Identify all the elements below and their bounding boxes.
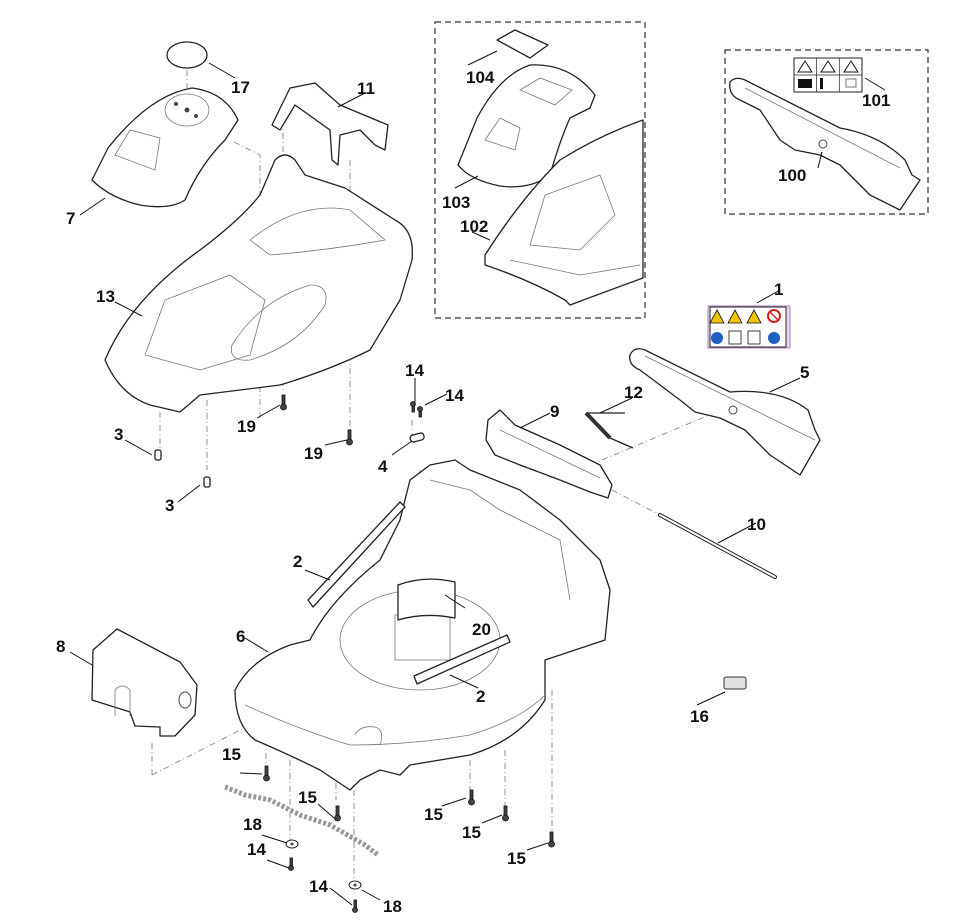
callout-19a: 19 <box>237 417 256 436</box>
callout-15c: 15 <box>424 805 443 824</box>
screw-14a <box>410 401 416 413</box>
front-cover-part <box>91 628 198 737</box>
callout-10: 10 <box>747 515 766 534</box>
callout-3a: 3 <box>114 425 123 444</box>
deck-part <box>234 459 611 791</box>
callout-15e: 15 <box>507 849 526 868</box>
spacer-part-2 <box>203 476 211 488</box>
callout-102: 102 <box>460 217 488 236</box>
callout-11: 11 <box>357 79 375 98</box>
screw-14c <box>288 857 294 871</box>
callout-14a: 14 <box>405 361 424 380</box>
warning-label-set-part <box>707 305 791 349</box>
kit-box-100-101 <box>724 49 929 215</box>
screw-14d <box>352 899 358 913</box>
callout-8: 8 <box>56 637 65 656</box>
callout-15a: 15 <box>222 745 241 764</box>
callout-5: 5 <box>800 363 809 382</box>
leader-lines <box>69 50 886 906</box>
callout-2b: 2 <box>476 687 485 706</box>
battery-cover-part <box>91 87 239 208</box>
callout-101: 101 <box>862 91 890 110</box>
flap-bracket-part <box>485 409 613 499</box>
callout-14b: 14 <box>445 386 464 405</box>
callout-12: 12 <box>624 383 643 402</box>
callout-18b: 18 <box>383 897 402 916</box>
wheel-axle-outline <box>224 784 380 857</box>
callout-labels: 17 11 7 13 104 103 102 101 100 1 5 12 9 … <box>56 68 890 916</box>
callout-14d: 14 <box>309 877 328 896</box>
screw-14b <box>417 406 423 418</box>
cover-label-part <box>496 29 549 59</box>
spacer-part-1 <box>154 449 162 461</box>
callout-100: 100 <box>778 166 806 185</box>
screw-15b <box>334 805 341 822</box>
foam-strip-part-lower <box>413 634 511 685</box>
clip-part <box>409 432 425 443</box>
callout-15d: 15 <box>462 823 481 842</box>
rear-flap-kit-part <box>729 77 921 211</box>
screw-15e <box>548 831 555 848</box>
callout-3b: 3 <box>165 496 174 515</box>
housing-kit-part <box>484 119 644 306</box>
callout-13: 13 <box>96 287 115 306</box>
callout-16: 16 <box>690 707 709 726</box>
housing-top-part <box>104 154 414 413</box>
torsion-spring-part <box>584 411 634 449</box>
seal-disc-part <box>166 41 208 69</box>
callout-103: 103 <box>442 193 470 212</box>
callout-15b: 15 <box>298 788 317 807</box>
screw-19b <box>346 429 353 446</box>
kit-box-102-104 <box>434 21 646 319</box>
cover-kit-part <box>457 64 596 188</box>
callout-104: 104 <box>466 68 495 87</box>
callout-6: 6 <box>236 627 245 646</box>
handle-bracket-part <box>271 82 389 166</box>
callout-19b: 19 <box>304 444 323 463</box>
screw-19a <box>280 394 287 411</box>
callout-9: 9 <box>550 402 559 421</box>
screws <box>263 394 555 913</box>
callout-7: 7 <box>66 209 75 228</box>
screw-15c <box>468 789 475 806</box>
screw-15d <box>502 805 509 822</box>
callout-2a: 2 <box>293 552 302 571</box>
callout-18a: 18 <box>243 815 262 834</box>
foam-strip-part-upper <box>307 501 406 608</box>
callout-4: 4 <box>378 457 388 476</box>
flap-label-101 <box>793 57 863 93</box>
screw-15a <box>263 765 270 782</box>
callout-20: 20 <box>472 620 491 639</box>
baffle-part <box>397 578 456 621</box>
rating-plate-part <box>723 676 747 690</box>
callout-17: 17 <box>231 78 250 97</box>
callout-1: 1 <box>774 280 783 299</box>
callout-14c: 14 <box>247 840 266 859</box>
rear-flap-part <box>629 348 821 476</box>
